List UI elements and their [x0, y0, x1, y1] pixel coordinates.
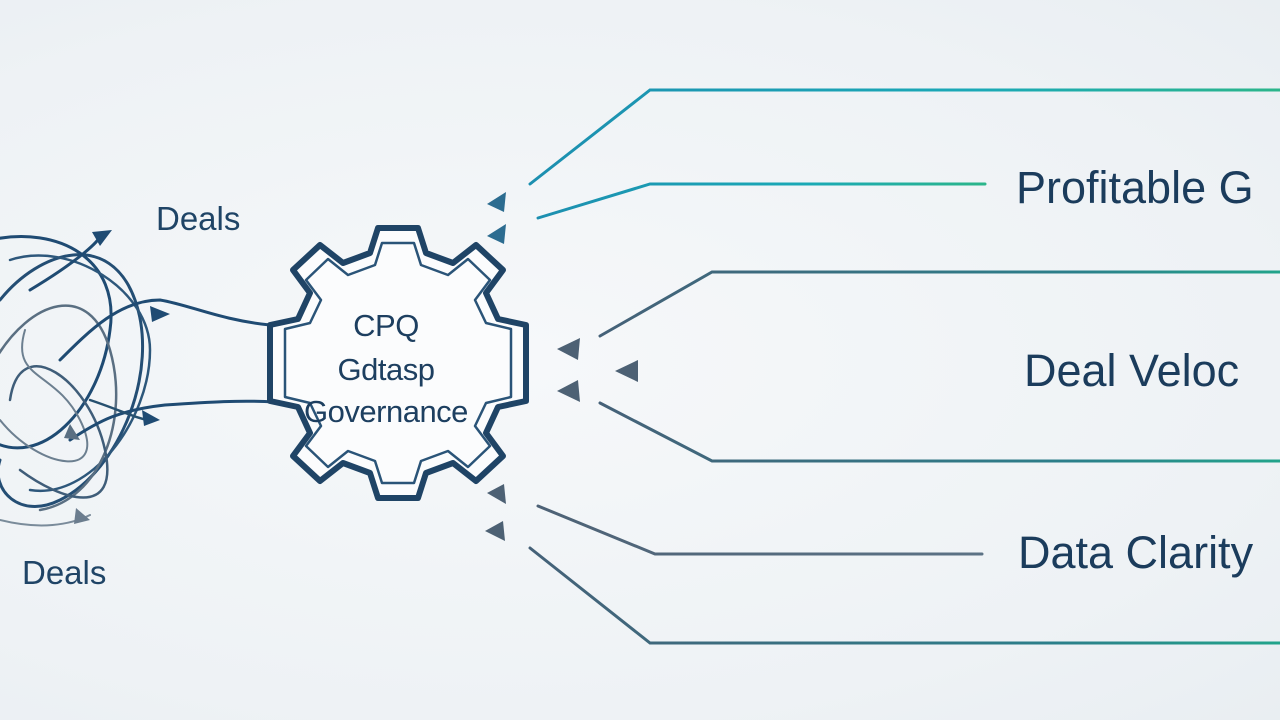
- arrowhead-icon: [485, 521, 505, 541]
- deals-label-top: Deals: [156, 200, 241, 237]
- tangle-strand: [8, 254, 152, 493]
- arrowhead-icon: [74, 508, 90, 524]
- hub-title-line-3: Governance: [304, 394, 468, 429]
- connector-line: [536, 182, 987, 220]
- hub-title-line-2: Gdtasp: [337, 352, 435, 387]
- connector-line: [536, 504, 984, 556]
- arrowhead-icon: [64, 424, 80, 440]
- tangle-strand: [8, 365, 109, 499]
- arrowhead-icon: [487, 192, 506, 212]
- connector-line: [598, 270, 1280, 338]
- tangle-arrowheads: [64, 230, 170, 524]
- arrowhead-icon: [92, 230, 112, 246]
- tangle-strand: [58, 298, 272, 362]
- arrowhead-icon: [557, 338, 580, 360]
- arrowhead-icon: [150, 306, 170, 322]
- connector-line: [528, 88, 1280, 186]
- arrowhead-icon: [487, 484, 506, 504]
- connector-arrowheads: [485, 192, 638, 541]
- connector-line: [528, 546, 1280, 645]
- arrowhead-icon: [487, 224, 506, 244]
- hub-title-line-1: CPQ: [353, 308, 419, 343]
- outcome-label-deal-velocity: Deal Veloc: [1024, 345, 1240, 396]
- connector-line: [598, 401, 1280, 463]
- gear-icon: [267, 225, 529, 501]
- arrowhead-icon: [615, 360, 638, 382]
- deals-label-bottom: Deals: [22, 554, 107, 591]
- outcome-label-profitable: Profitable G: [1016, 162, 1254, 213]
- tangle-strand: [0, 304, 118, 512]
- outcome-label-data-clarity: Data Clarity: [1018, 527, 1254, 578]
- arrowhead-icon: [142, 410, 160, 426]
- tangle-strand: [0, 329, 89, 463]
- tangled-deals-lines: [0, 234, 277, 527]
- tangle-strand: [0, 235, 113, 450]
- arrowhead-icon: [557, 380, 580, 402]
- tangle-strand: [0, 253, 145, 508]
- outcome-connectors: [528, 88, 1280, 645]
- tangle-strand: [68, 399, 277, 442]
